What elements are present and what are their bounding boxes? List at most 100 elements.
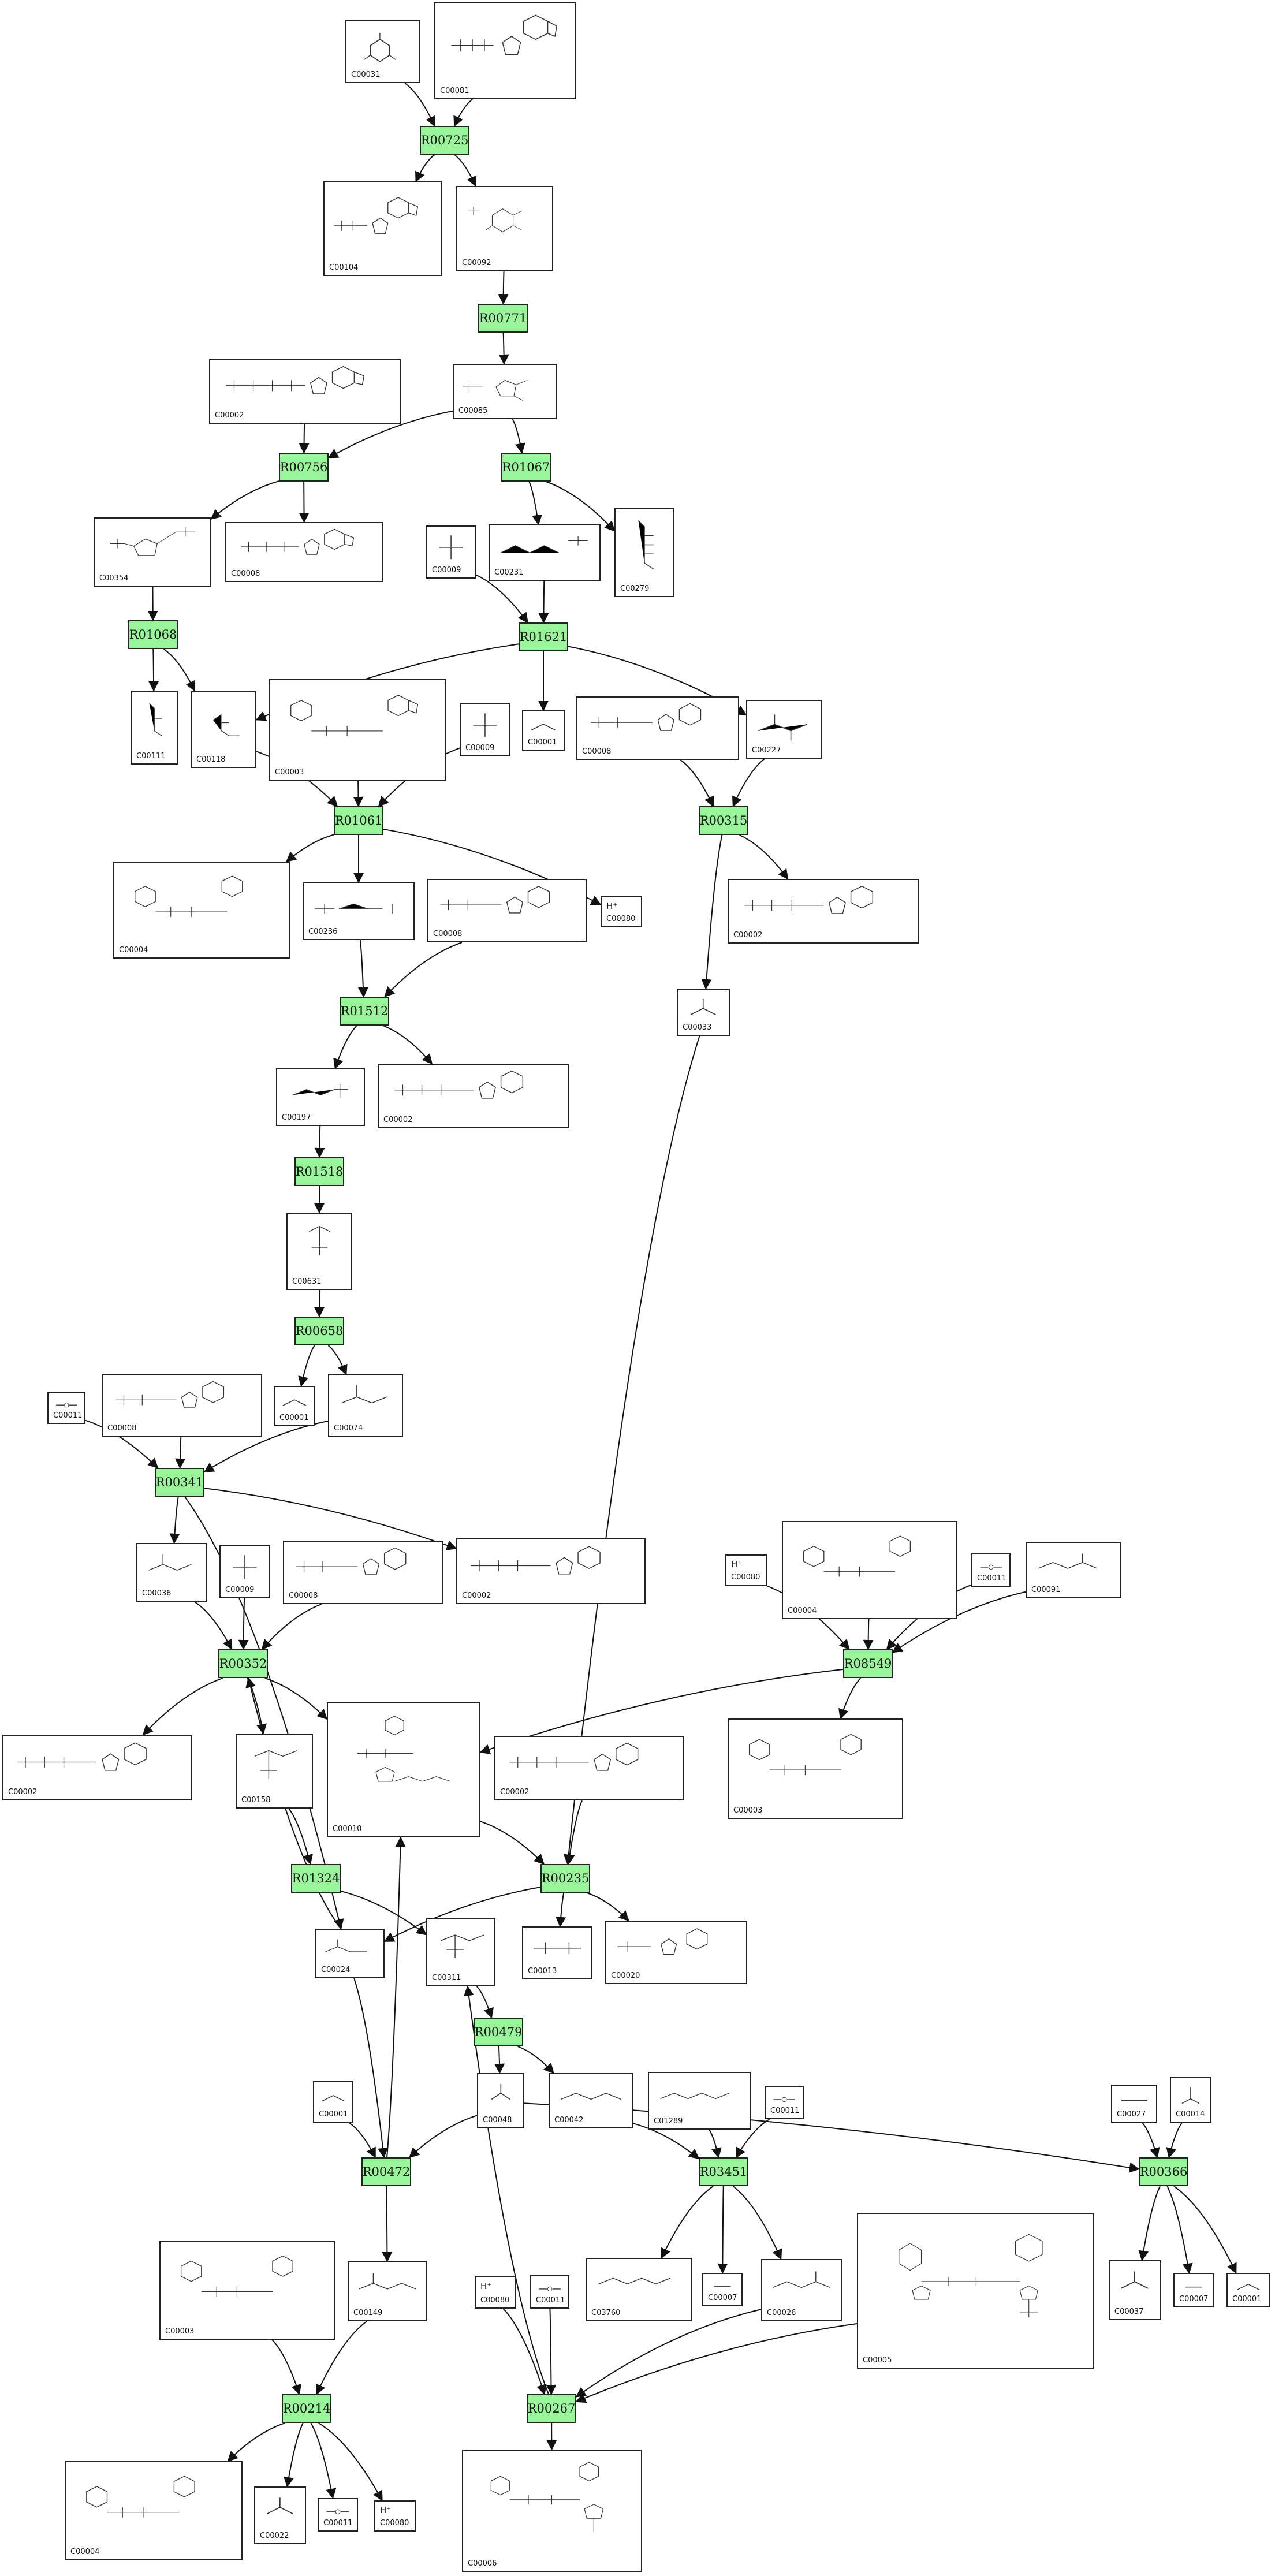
reaction-r08549[interactable]: R08549 [843,1649,893,1678]
reaction-r00315[interactable]: R00315 [699,806,748,835]
compound-c00009-box[interactable]: C00009 [426,525,476,579]
compound-c00003c-box[interactable]: C00003 [159,2241,335,2340]
reaction-r00472[interactable]: R00472 [361,2157,411,2186]
compound-c00024-box[interactable]: C00024 [315,1929,385,1978]
compound-c00007-box[interactable]: C00007 [702,2273,743,2306]
reaction-r00771[interactable]: R00771 [478,304,528,333]
compound-label: C00091 [1031,1586,1061,1594]
compound-c00080-box[interactable]: H⁺C00080 [601,896,642,927]
compound-c00002f-box[interactable]: C00002 [494,1736,684,1800]
reaction-r00756[interactable]: R00756 [279,453,329,482]
compound-c00014-box[interactable]: C00014 [1170,2077,1211,2123]
reaction-r01621[interactable]: R01621 [519,622,568,651]
compound-c00080b-box[interactable]: H⁺C00080 [725,1554,767,1586]
reaction-r00214[interactable]: R00214 [282,2394,331,2423]
compound-c00003b-box[interactable]: C00003 [728,1718,903,1819]
reaction-r00725[interactable]: R00725 [420,126,469,155]
compound-c00002c-box[interactable]: C00002 [378,1064,569,1128]
compound-c00011e-box[interactable]: C00011 [318,2498,358,2532]
compound-c00197-box[interactable]: C00197 [276,1068,365,1126]
reaction-r00341[interactable]: R00341 [155,1468,204,1497]
compound-c00008b-box[interactable]: C00008 [576,696,739,760]
compound-c00149-box[interactable]: C00149 [348,2261,427,2321]
compound-c00236-box[interactable]: C00236 [303,882,415,940]
compound-c00011c-box[interactable]: C00011 [765,2086,804,2119]
reaction-r01067[interactable]: R01067 [501,453,551,482]
compound-label: C00011 [323,2519,353,2527]
compound-c00354-box[interactable]: C00354 [94,517,211,587]
compound-c00104-box[interactable]: C00104 [323,181,442,276]
compound-c00011b-box[interactable]: C00011 [971,1553,1011,1587]
compound-c01289-box[interactable]: C01289 [648,2072,751,2130]
reaction-r00235[interactable]: R00235 [540,1864,590,1893]
compound-c00026-box[interactable]: C00026 [761,2259,842,2321]
reaction-r03451[interactable]: R03451 [699,2157,748,2186]
compound-c00036-box[interactable]: C00036 [136,1543,207,1602]
compound-c00008-box[interactable]: C00008 [225,522,383,582]
reaction-r01324[interactable]: R01324 [291,1864,341,1893]
compound-c00002b-box[interactable]: C00002 [728,879,919,944]
reaction-r01061[interactable]: R01061 [334,806,383,835]
compound-c00048-box[interactable]: C00048 [477,2073,524,2128]
compound-c00004-box[interactable]: C00004 [113,862,290,959]
compound-c00022-box[interactable]: C00022 [254,2486,306,2544]
compound-c00092-box[interactable]: C00092 [456,186,553,271]
compound-c00004b-box[interactable]: C00004 [782,1521,957,1619]
compound-c00005-box[interactable]: C00005 [857,2213,1094,2369]
compound-c00158-box[interactable]: C00158 [236,1734,313,1809]
compound-c00631-box[interactable]: C00631 [286,1213,352,1290]
compound-c00037-box[interactable]: C00037 [1109,2260,1161,2320]
reaction-r01512[interactable]: R01512 [340,997,389,1026]
compound-c00111-box[interactable]: C00111 [131,691,178,765]
compound-c00008e-box[interactable]: C00008 [283,1541,443,1604]
compound-c00009c-box[interactable]: C00009 [219,1545,270,1598]
edge-arrow [1138,2186,1161,2261]
compound-c00010-box[interactable]: C00010 [327,1702,480,1837]
compound-c00020-box[interactable]: C00020 [605,1921,747,1984]
compound-c00011d-box[interactable]: C00011 [530,2275,569,2309]
compound-c00080c-box[interactable]: H⁺C00080 [475,2276,516,2309]
edge-arrow [546,481,616,532]
compound-c00311-box[interactable]: C00311 [426,1918,495,1986]
compound-c00091-box[interactable]: C00091 [1026,1542,1121,1598]
compound-c00007b-box[interactable]: C00007 [1173,2273,1214,2307]
compound-c00279-box[interactable]: C00279 [614,508,674,597]
compound-c00001b-box[interactable]: C00001 [274,1386,315,1426]
compound-c00001-box[interactable]: C00001 [522,710,565,751]
compound-c00008c-box[interactable]: C00008 [427,879,587,942]
compound-c00074-box[interactable]: C00074 [328,1374,403,1437]
compound-c00013-box[interactable]: C00013 [522,1926,592,1979]
reaction-r00658[interactable]: R00658 [294,1317,344,1345]
reaction-r00479[interactable]: R00479 [474,2018,523,2046]
compound-c00006-box[interactable]: C00006 [462,2450,642,2572]
compound-c00003-box[interactable]: C00003 [269,679,446,781]
compound-c00002e-box[interactable]: C00002 [2,1735,192,1800]
compound-c00001c-box[interactable]: C00001 [313,2081,353,2123]
compound-c00011-box[interactable]: C00011 [47,1392,85,1424]
reaction-r00352[interactable]: R00352 [218,1649,268,1678]
compound-c00081-box[interactable]: C00081 [434,2,576,99]
compound-c00027-box[interactable]: C00027 [1111,2085,1157,2123]
compound-c00008d-box[interactable]: C00008 [102,1374,262,1437]
compound-c00042-box[interactable]: C00042 [549,2073,633,2128]
compound-c00004c-box[interactable]: C00004 [65,2461,243,2560]
compound-c00002d-box[interactable]: C00002 [456,1538,646,1604]
compound-c00231-box[interactable]: C00231 [489,524,601,581]
compound-c00009b-box[interactable]: C00009 [460,703,510,756]
compound-c00227-box[interactable]: C00227 [746,700,822,759]
reaction-r01518[interactable]: R01518 [294,1157,344,1186]
compound-c00033-box[interactable]: C00033 [677,989,730,1036]
compound-c00002-box[interactable]: C00002 [209,359,401,424]
edge-arrow [502,2308,547,2395]
compound-c00001d-box[interactable]: C00001 [1226,2273,1270,2307]
compound-c00080d-box[interactable]: H⁺C00080 [374,2500,416,2532]
reaction-r01068[interactable]: R01068 [128,620,178,649]
compound-c00085-box[interactable]: C00085 [453,364,557,419]
compound-label: C00008 [107,1424,137,1433]
compound-c00031-box[interactable]: C00031 [345,20,420,83]
compound-c00118-box[interactable]: C00118 [191,691,256,768]
reaction-r00267[interactable]: R00267 [527,2394,576,2423]
compound-c03760-box[interactable]: C03760 [586,2258,692,2321]
reaction-r00366[interactable]: R00366 [1139,2157,1188,2186]
